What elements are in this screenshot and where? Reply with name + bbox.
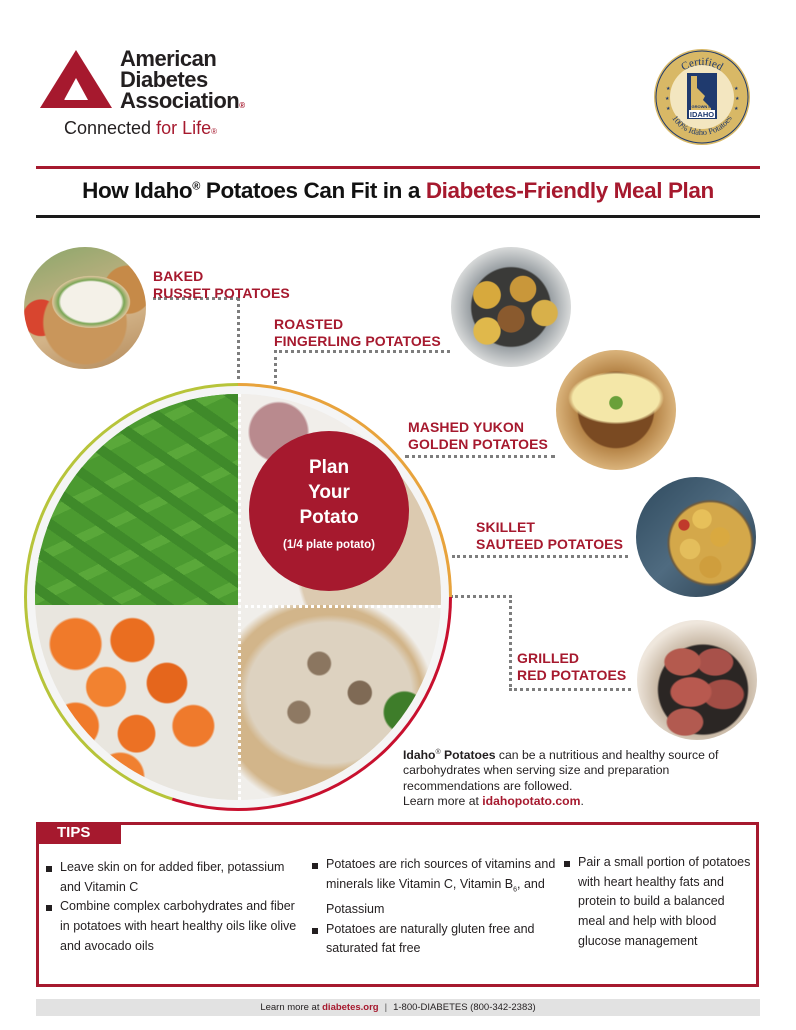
mashed-yukon-photo <box>556 350 676 470</box>
diabetes-org-link[interactable]: diabetes.org <box>322 1002 379 1013</box>
baked-russet-photo <box>24 247 146 369</box>
meal-plate <box>24 383 452 811</box>
svg-text:GROWN IN: GROWN IN <box>692 104 713 109</box>
title-rule-top <box>36 166 760 169</box>
idaho-seal: Certified 100% Idaho Potatoes GROWN IN I… <box>653 48 751 146</box>
carrots-quadrant <box>35 605 238 800</box>
skillet-sauteed-photo <box>636 477 756 597</box>
connector-red <box>450 595 512 598</box>
tips-column-2: Potatoes are rich sources of vitamins an… <box>312 855 562 959</box>
phone-number: 1-800-DIABETES (800-342-2383) <box>393 1002 536 1013</box>
tip-item: Potatoes are naturally gluten free and s… <box>312 920 562 959</box>
svg-text:★: ★ <box>665 96 670 102</box>
roasted-fingerling-photo <box>451 247 571 367</box>
svg-text:★: ★ <box>734 86 739 92</box>
ada-name: American Diabetes Association® <box>120 46 245 113</box>
connector-baked <box>153 297 239 300</box>
tips-heading: TIPS <box>36 822 121 844</box>
footer-bar: Learn more at diabetes.org|1-800-DIABETE… <box>36 999 760 1016</box>
plan-subtitle: (1/4 plate potato) <box>282 539 375 551</box>
plate-divider-horizontal <box>238 605 441 609</box>
chicken-quadrant <box>238 605 441 800</box>
ada-triangle-logo-icon <box>40 50 112 108</box>
plan-title: Plan Your Potato <box>299 457 359 528</box>
tip-item: Potatoes are rich sources of vitamins an… <box>312 855 562 920</box>
tips-box <box>36 822 759 987</box>
page-title: How Idaho® Potatoes Can Fit in a Diabete… <box>82 178 714 203</box>
svg-text:★: ★ <box>666 86 671 92</box>
tips-column-3: Pair a small portion of potatoes with he… <box>564 853 754 952</box>
svg-text:★: ★ <box>734 106 739 112</box>
svg-text:★: ★ <box>666 106 671 112</box>
connector-roast <box>274 350 450 353</box>
svg-text:★: ★ <box>735 96 740 102</box>
grilled-red-photo <box>637 620 757 740</box>
connector-skillet <box>452 555 628 558</box>
svg-text:IDAHO: IDAHO <box>690 110 714 119</box>
tip-item: Combine complex carbohydrates and fiber … <box>46 897 306 956</box>
svg-text:Certified: Certified <box>679 56 725 74</box>
title-rule-bottom <box>36 215 760 218</box>
connector-red-h2 <box>509 688 631 691</box>
connector-baked-v <box>237 297 240 387</box>
connector-roast-v <box>274 350 277 384</box>
tip-item: Leave skin on for added fiber, potassium… <box>46 858 306 897</box>
connector-mash <box>405 455 555 458</box>
connector-red-v <box>509 595 512 687</box>
tips-column-1: Leave skin on for added fiber, potassium… <box>46 858 306 957</box>
tip-item: Pair a small portion of potatoes with he… <box>564 853 754 952</box>
idaho-seal-icon: Certified 100% Idaho Potatoes GROWN IN I… <box>654 49 750 145</box>
ada-logo: American Diabetes Association® Connected… <box>40 46 270 146</box>
green-beans-quadrant <box>35 394 238 606</box>
plan-your-potato-badge: Plan Your Potato (1/4 plate potato) <box>249 431 409 591</box>
plate-divider-vertical <box>238 394 241 800</box>
ada-tagline: Connected for Life® <box>64 118 218 138</box>
idahopotato-link[interactable]: idahopotato.com <box>482 794 581 809</box>
idaho-info-text: Idaho® Potatoes can be a nutritious and … <box>403 748 719 809</box>
